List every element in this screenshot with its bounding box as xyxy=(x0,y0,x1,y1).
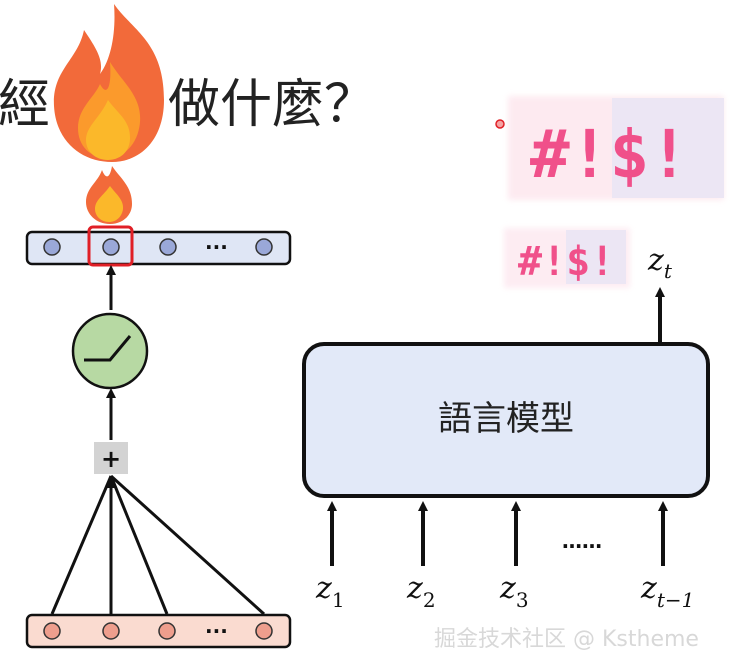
slide-title-right: 做什麼？ xyxy=(168,75,376,135)
sum-node: + xyxy=(94,442,128,474)
sum-symbol: + xyxy=(101,445,121,473)
input-label-3: z3 xyxy=(499,571,529,612)
top-layer-ellipsis: ··· xyxy=(205,235,228,259)
top-neuron xyxy=(255,238,273,256)
big-flame-icon xyxy=(53,4,164,162)
output-label: zt xyxy=(647,243,673,283)
bottom-neuron xyxy=(255,622,273,640)
bottom-neuron xyxy=(102,622,120,640)
curse-word-large: #!$! xyxy=(495,96,724,200)
bottom-neuron xyxy=(158,622,176,640)
top-neuron xyxy=(43,238,61,256)
top-neuron-layer: ··· xyxy=(25,225,292,267)
input-weight-lines xyxy=(50,474,266,616)
bottom-neuron xyxy=(43,622,61,640)
small-flame-icon xyxy=(86,166,132,224)
bottom-neuron-layer: ··· xyxy=(25,613,292,649)
top-neuron-activated xyxy=(102,238,120,256)
top-neuron xyxy=(159,238,177,256)
curse-word-small: #!$! xyxy=(504,228,630,288)
input-ellipsis: …… xyxy=(562,529,602,553)
slide-title-left: 經 xyxy=(0,75,50,135)
input-label-2: z2 xyxy=(406,571,436,612)
relu-activation-node xyxy=(71,312,149,390)
input-label-1: z1 xyxy=(315,571,345,612)
curse-text-small: #!$! xyxy=(518,239,614,285)
curse-text-large: #!$! xyxy=(530,116,689,193)
input-label-t-minus-1: zt−1 xyxy=(640,571,694,612)
language-model-label: 語言模型 xyxy=(438,399,574,439)
watermark: 掘金技术社区 @ Kstheme xyxy=(434,627,699,652)
language-model-box: 語言模型 xyxy=(302,342,710,498)
input-arrows xyxy=(327,501,668,566)
bottom-layer-ellipsis: ··· xyxy=(205,619,228,643)
relu-curve-icon xyxy=(84,335,132,362)
